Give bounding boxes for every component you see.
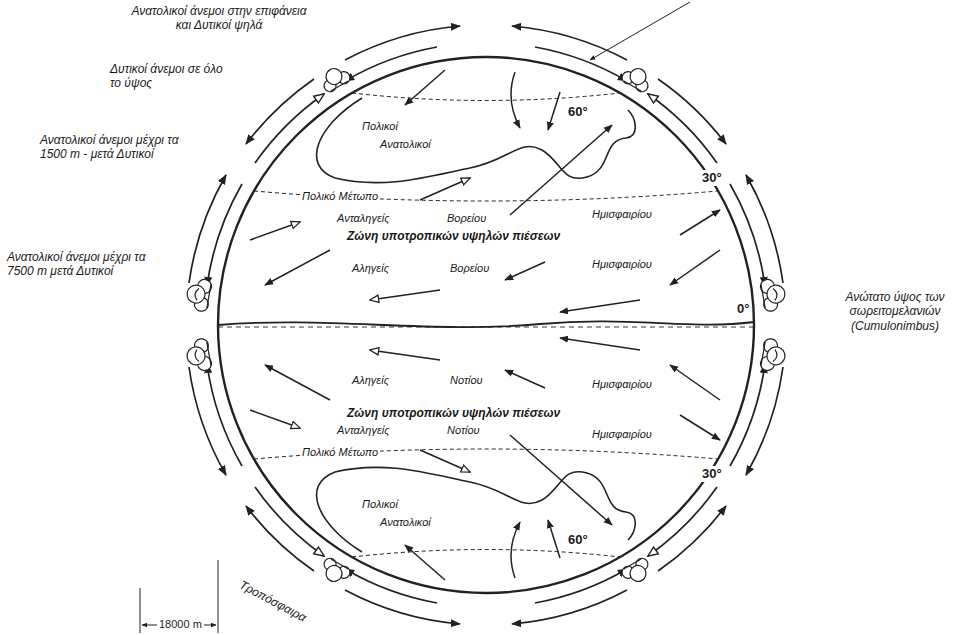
flow-arrow xyxy=(246,79,314,144)
cell-arrows xyxy=(512,338,788,624)
wind-label: Πολικοί xyxy=(360,120,400,133)
wind-label: Νοτίου xyxy=(448,374,485,387)
wind-label: Ανατολικοί xyxy=(378,138,433,151)
wind-label: Ημισφαιρίου xyxy=(590,378,654,391)
wind-label: Αληγείς xyxy=(350,374,391,387)
wind-label: Νοτίου xyxy=(445,424,482,437)
wind-label: Ανταληγείς xyxy=(335,424,392,437)
wind-label: Ημισφαιρίου xyxy=(590,208,654,221)
wind-label: Βορείου xyxy=(445,212,488,225)
cloud-symbol xyxy=(184,277,212,313)
latitude-label: 30° xyxy=(700,466,724,482)
wind-label: Αληγείς xyxy=(350,262,391,275)
dimension-label: 18000 m xyxy=(157,618,204,631)
layer-label: Τροπόσφαιρα xyxy=(235,577,310,626)
altitude-wind-note: Ανατολικοί άνεμοι μέχρι τα 7500 m μετά Δ… xyxy=(5,250,159,279)
leader-line xyxy=(590,2,690,60)
latitude-line xyxy=(352,93,620,101)
surface-winds xyxy=(250,70,720,312)
equator-line xyxy=(218,327,754,328)
pressure-zone-label: Ζώνη υποτροπικών υψηλών πιέσεων xyxy=(345,406,562,420)
wind-label: Βορείου xyxy=(448,262,491,275)
pressure-zone-label: Ζώνη υποτροπικών υψηλών πιέσεων xyxy=(345,229,562,243)
latitude-label: 60° xyxy=(566,104,590,120)
latitude-label: 30° xyxy=(700,170,724,186)
front-label: Πολικό Μέτωπο xyxy=(300,446,380,459)
flow-arrow xyxy=(255,94,324,163)
flow-arrow xyxy=(207,184,242,286)
polar-front-line xyxy=(317,98,636,183)
earth-outline xyxy=(218,57,754,593)
wind-label: Ημισφαιρίου xyxy=(590,428,654,441)
wind-label: Πολικοί xyxy=(360,498,400,511)
equator-line xyxy=(218,321,754,327)
wind-label: Ανατολικοί xyxy=(378,516,433,529)
altitude-wind-note: Ανατολικοί άνεμοι μέχρι τα 1500 m - μετά… xyxy=(38,133,194,162)
wind-label: Ανταληγείς xyxy=(335,212,392,225)
latitude-label: 60° xyxy=(566,532,590,548)
flow-arrow xyxy=(345,47,437,81)
altitude-wind-note: Δυτικοί άνεμοι σε όλο το ύψος xyxy=(108,62,234,91)
surface-winds xyxy=(250,338,720,580)
atmosphere-flows xyxy=(184,26,787,624)
cloud-symbol xyxy=(318,63,352,94)
wind-label: Ημισφαιρίου xyxy=(590,258,654,271)
latitude-label: 0° xyxy=(735,301,751,317)
altitude-wind-note: Ανατολικοί άνεμοι στην επιφάνεια και Δυτ… xyxy=(128,4,310,33)
cloud-height-note: Ανώτατο ύψος των σωρειτομελανιών (Cumulo… xyxy=(822,290,968,333)
front-label: Πολικό Μέτωπο xyxy=(300,190,380,203)
cell-arrows xyxy=(512,26,788,312)
wind-arrows xyxy=(250,70,720,312)
dimension-bracket xyxy=(140,560,218,633)
